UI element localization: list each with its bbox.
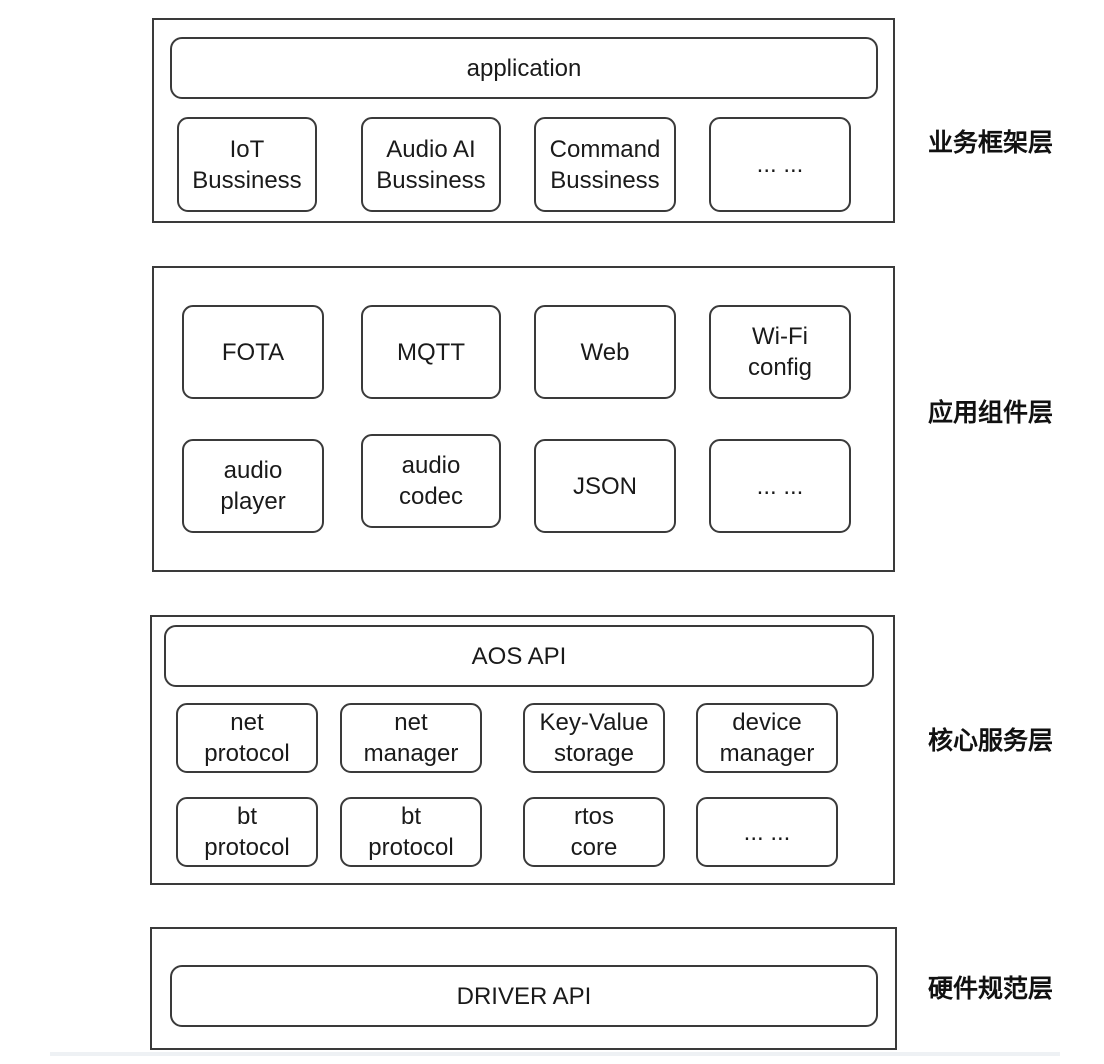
net-protocol-box: net protocol	[176, 703, 318, 773]
business-more-box: ... ...	[709, 117, 851, 212]
aos-api-box: AOS API	[164, 625, 874, 687]
wifi-config-box: Wi-Fi config	[709, 305, 851, 399]
application-box: application	[170, 37, 878, 99]
net-manager-box: net manager	[340, 703, 482, 773]
iot-business-box: IoT Bussiness	[177, 117, 317, 212]
application-component-layer-label: 应用组件层	[928, 398, 1054, 427]
audio-codec-box: audio codec	[361, 434, 501, 528]
device-manager-box: device manager	[696, 703, 838, 773]
driver-api-box: DRIVER API	[170, 965, 878, 1027]
rtos-core-box: rtos core	[523, 797, 665, 867]
json-box: JSON	[534, 439, 676, 533]
fota-box: FOTA	[182, 305, 324, 399]
component-more-box: ... ...	[709, 439, 851, 533]
audio-ai-business-box: Audio AI Bussiness	[361, 117, 501, 212]
core-more-box: ... ...	[696, 797, 838, 867]
hardware-spec-layer-label: 硬件规范层	[928, 974, 1054, 1003]
command-business-box: Command Bussiness	[534, 117, 676, 212]
mqtt-box: MQTT	[361, 305, 501, 399]
key-value-storage-box: Key-Value storage	[523, 703, 665, 773]
business-framework-layer-label: 业务框架层	[928, 128, 1054, 157]
bt-protocol-box-1: bt protocol	[176, 797, 318, 867]
bottom-divider	[50, 1052, 1060, 1056]
core-service-layer-label: 核心服务层	[928, 726, 1054, 755]
web-box: Web	[534, 305, 676, 399]
audio-player-box: audio player	[182, 439, 324, 533]
bt-protocol-box-2: bt protocol	[340, 797, 482, 867]
